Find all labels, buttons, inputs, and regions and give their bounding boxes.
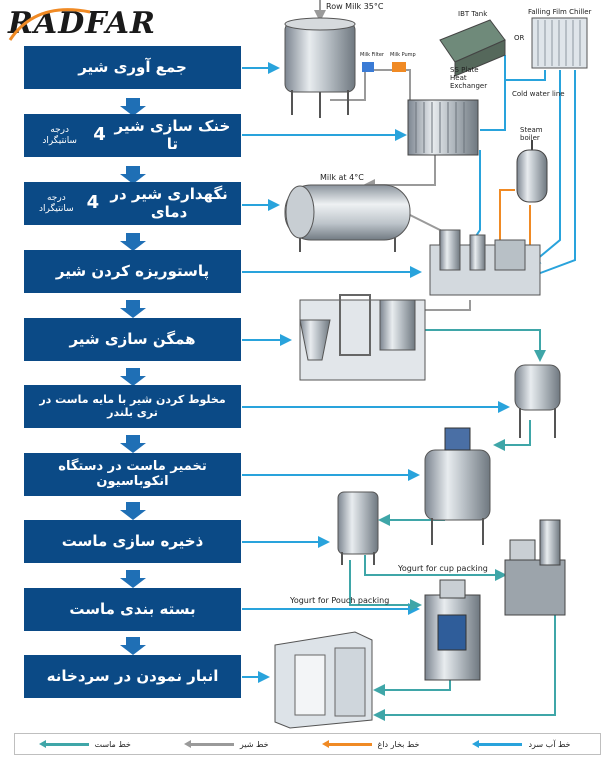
step-milk-storage: نگهداری شیر در دمای 4 درجه سانتیگراد — [24, 182, 241, 225]
cold-water-line-2 — [480, 80, 506, 131]
label-yogurt-pouch: Yogurt for Pouch packing — [290, 596, 390, 605]
step-packaging: بسته بندی ماست — [24, 588, 241, 631]
cup-filling-machine — [504, 519, 566, 616]
label-ibt-tank: IBT Tank — [458, 10, 488, 18]
cold-storage-room — [274, 631, 373, 729]
step-cold-storage: انبار نمودن در سردخانه — [24, 655, 241, 698]
legend-label: خط آب سرد — [528, 739, 571, 749]
pasteurizer-unit — [429, 229, 541, 296]
label-cold-water-line: Cold water line — [512, 90, 565, 98]
step-mixing: مخلوط کردن شیر با مایه ماست در تری بلندر — [24, 385, 241, 428]
legend-cold-water: خط آب سرد — [472, 739, 571, 749]
legend-label: خط شیر — [239, 739, 269, 749]
cold-water-line-1 — [504, 55, 546, 81]
label-milk-at-4: Milk at 4°C — [320, 173, 364, 182]
label-exchanger: Exchanger — [450, 82, 488, 90]
cold-water-line-5 — [469, 150, 481, 246]
label-heat: Heat — [450, 74, 467, 82]
legend-steam: خط بخار داغ — [321, 739, 420, 749]
steam-boiler — [516, 140, 548, 203]
legend-swatch — [321, 739, 372, 748]
label-steam: Steam — [520, 126, 543, 134]
falling-film-chiller — [531, 17, 588, 69]
logo-swoosh — [8, 8, 91, 41]
milk-filter — [362, 62, 374, 72]
step-pasteurization: پاستوریزه کردن شیر — [24, 250, 241, 293]
step-label: همگن سازی شیر — [69, 329, 196, 348]
tri-blender-tank — [514, 364, 561, 438]
yogurt-line-storage-cup — [364, 555, 507, 581]
legend-swatch — [183, 739, 234, 748]
yogurt-line-homog-blender — [420, 329, 546, 362]
step-unit: درجه سانتیگراد — [38, 193, 74, 214]
plate-heat-exchanger — [407, 99, 479, 156]
yogurt-line-storage-pouch — [349, 560, 422, 611]
milk-storage-tank — [284, 184, 411, 252]
homogenizer-unit — [299, 294, 426, 381]
step-label: ذخیره سازی ماست — [61, 531, 204, 550]
pouch-packing-machine — [424, 579, 481, 681]
steam-line-2 — [499, 189, 515, 240]
flow-arrow-7 — [120, 502, 146, 520]
label-milk-pump: Milk Pump — [390, 52, 416, 58]
flow-arrow-9 — [120, 637, 146, 655]
flow-arrow-1 — [120, 98, 146, 116]
flow-arrow-2 — [120, 166, 146, 184]
step-unit: درجه سانتیگراد — [42, 125, 77, 146]
step-label: بسته بندی ماست — [69, 599, 196, 618]
label-ss-plate: SS Plate — [450, 66, 479, 74]
legend-swatch — [38, 739, 89, 748]
step-fermentation: تخمیر ماست در دستگاه انکوباسیون — [24, 453, 241, 496]
step-label: انبار نمودن در سردخانه — [46, 666, 219, 685]
legend-label: خط ماست — [94, 739, 131, 749]
label-milk-filter: Milk Filter — [360, 52, 384, 58]
incubation-tank — [424, 427, 491, 545]
flow-arrow-3 — [120, 233, 146, 251]
legend-yogurt: خط ماست — [38, 739, 131, 749]
step-label: جمع آوری شیر — [78, 57, 187, 76]
label-or: OR — [514, 34, 525, 42]
legend-label: خط بخار داغ — [377, 739, 420, 749]
yogurt-line-pouch-cold — [373, 680, 451, 696]
step-label: نگهداری شیر در دمای — [110, 185, 228, 221]
milk-pump — [392, 62, 406, 72]
legend-swatch — [472, 739, 523, 748]
step-label: پاستوریزه کردن شیر — [55, 261, 210, 280]
yogurt-storage-tank — [337, 491, 379, 565]
step-number: 4 — [86, 192, 100, 214]
step-label: مخلوط کردن شیر با مایه ماست در تری بلندر — [39, 392, 226, 419]
raw-milk-tank — [284, 17, 356, 118]
label-row-milk: Row Milk 35°C — [326, 2, 384, 11]
flow-arrow-8 — [120, 570, 146, 588]
step-milk-cooling: خنک سازی شیر تا 4 درجه سانتیگراد — [24, 114, 241, 157]
label-yogurt-cup: Yogurt for cup packing — [398, 564, 488, 573]
yogurt-line-cup-cold — [373, 615, 556, 721]
step-number: 4 — [93, 124, 106, 146]
flow-arrow-5 — [120, 368, 146, 386]
label-boiler: boiler — [520, 134, 540, 142]
flow-arrow-6 — [120, 435, 146, 453]
flow-arrow-4 — [120, 300, 146, 318]
step-homogenization: همگن سازی شیر — [24, 318, 241, 361]
step-flow-arrows — [120, 98, 146, 655]
legend: خط آب سرد خط بخار داغ خط شیر خط ماست — [14, 733, 601, 755]
label-chiller: Falling Film Chiller — [528, 8, 592, 16]
step-yogurt-storage: ذخیره سازی ماست — [24, 520, 241, 563]
step-milk-collection: جمع آوری شیر — [24, 46, 241, 89]
step-label: تخمیر ماست در دستگاه انکوباسیون — [58, 458, 207, 489]
step-label: خنک سازی شیر تا — [114, 117, 231, 153]
legend-milk: خط شیر — [183, 739, 269, 749]
ibt-tank — [439, 19, 506, 77]
cold-water-line-4 — [534, 70, 576, 276]
yogurt-line-blender-incubator — [493, 420, 531, 451]
